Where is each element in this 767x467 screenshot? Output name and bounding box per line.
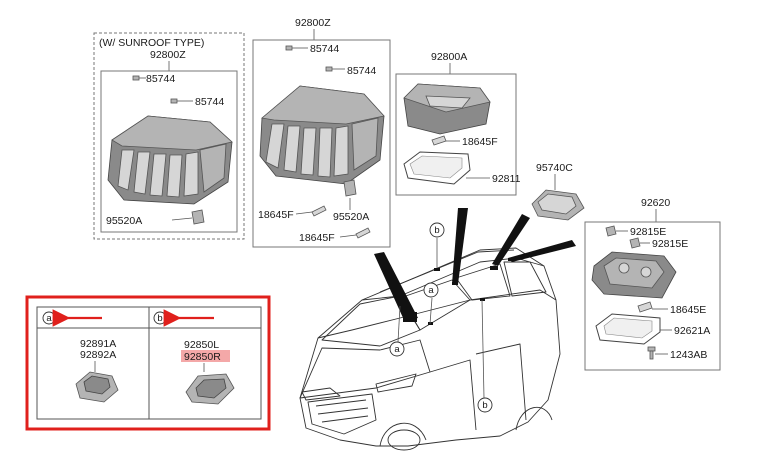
standard-assembly-number: 92800Z xyxy=(295,17,331,29)
standard-part-label: 18645F xyxy=(258,209,294,221)
svg-text:b: b xyxy=(434,225,439,236)
rear-assembly-number: 92800A xyxy=(431,51,467,63)
room-lamp-part-label: 1243AB xyxy=(670,349,707,361)
callout-a-middle: a xyxy=(423,282,439,298)
legend-b-part-1: 92850L xyxy=(184,339,219,351)
sunroof-part-label: 95520A xyxy=(106,215,142,227)
rear-lamp-group: 92800A 18645F 92811 xyxy=(395,51,521,196)
rear-lamp-housing xyxy=(403,83,491,135)
switch-icon xyxy=(75,371,119,403)
switch-icon xyxy=(185,373,235,405)
legend-b-part-2: 92850R xyxy=(184,351,221,363)
callout-a-lower: a xyxy=(389,341,405,357)
screw-icon xyxy=(170,98,193,104)
overhead-console-housing xyxy=(107,115,233,205)
svg-text:a: a xyxy=(46,313,52,324)
room-lamp-housing xyxy=(591,251,677,299)
room-lamp-group-box xyxy=(584,221,721,371)
room-lamp-part-label: 92815E xyxy=(652,238,688,250)
lens-icon xyxy=(403,151,471,185)
clip-icon xyxy=(629,237,641,249)
pointer-wedge xyxy=(374,252,418,320)
rear-group-box xyxy=(395,73,517,196)
standard-part-label: 85744 xyxy=(347,65,376,77)
standard-part-label: 18645F xyxy=(299,232,335,244)
clip-icon xyxy=(605,225,617,237)
bracket-icon xyxy=(191,209,205,225)
sunroof-group-frame xyxy=(93,32,245,240)
standard-group-box xyxy=(252,39,391,248)
legend-panel: a 92891A 92892A b 92850L 92850R xyxy=(25,295,271,431)
bracket-icon xyxy=(343,179,357,197)
front-wheel-arch xyxy=(379,422,427,447)
standard-part-label: 95520A xyxy=(333,211,369,223)
front-wheel xyxy=(387,429,421,451)
grille xyxy=(307,393,377,435)
overhead-console-housing xyxy=(259,85,385,185)
sunroof-inner-box xyxy=(100,70,238,233)
svg-text:b: b xyxy=(157,313,162,324)
room-lamp-part-label: 18645E xyxy=(670,304,706,316)
cover-part-label: 95740C xyxy=(536,162,573,174)
screw-icon xyxy=(285,45,308,51)
bulb-icon xyxy=(355,227,371,239)
vehicle-illustration: b a a b xyxy=(299,208,576,451)
pointer-wedge xyxy=(452,208,468,284)
room-lamp-assembly-number: 92620 xyxy=(641,197,670,209)
legend-panel-a: a 92891A 92892A xyxy=(42,309,119,403)
standard-part-label: 85744 xyxy=(310,43,339,55)
room-lamp-group: 92620 92815E 92815E 18645E 92621A xyxy=(584,197,721,371)
sunvisor-cover-part: 95740C xyxy=(531,162,585,221)
callout-b-lower: b xyxy=(477,397,493,413)
rear-part-label: 92811 xyxy=(492,173,521,185)
legend-panel-b: b 92850L 92850R xyxy=(153,309,235,405)
screw-icon xyxy=(132,75,146,81)
room-lamp-part-label: 92815E xyxy=(630,226,666,238)
standard-console-group: 92800Z 85744 85744 95520A xyxy=(252,17,391,248)
rear-part-label: 18645F xyxy=(462,136,498,148)
bulb-icon xyxy=(431,135,447,146)
screw-icon xyxy=(325,66,345,72)
room-lamp-part-label: 92621A xyxy=(674,325,710,337)
rear-wheel-arch xyxy=(515,406,553,431)
pointer-wedge xyxy=(508,240,576,262)
pointer-wedge xyxy=(492,214,530,266)
sunroof-group-title: (W/ SUNROOF TYPE) xyxy=(99,37,204,49)
svg-text:b: b xyxy=(482,400,487,411)
svg-text:a: a xyxy=(394,344,400,355)
sunroof-part-label: 85744 xyxy=(195,96,224,108)
sunroof-part-label: 85744 xyxy=(146,73,175,85)
svg-text:a: a xyxy=(428,285,434,296)
legend-red-frame xyxy=(25,295,271,431)
legend-a-part-2: 92892A xyxy=(80,349,116,361)
screw-icon xyxy=(647,346,656,360)
lens-icon xyxy=(595,313,661,345)
bulb-icon xyxy=(637,301,653,313)
highlight-box xyxy=(181,350,230,362)
bulb-icon xyxy=(311,205,327,217)
sunroof-type-group: (W/ SUNROOF TYPE) 92800Z 85744 85744 xyxy=(93,32,245,240)
callout-b-top: b xyxy=(429,222,445,238)
legend-a-part-1: 92891A xyxy=(80,338,116,350)
sunroof-assembly-number: 92800Z xyxy=(150,49,186,61)
